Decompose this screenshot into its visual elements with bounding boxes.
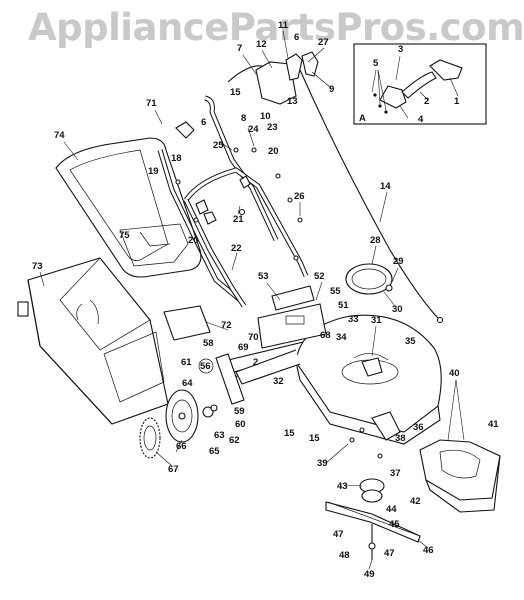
part-label: 73 <box>32 261 43 272</box>
part-labels: 1 2 3 4 5 7 12 11 6 27 15 13 10 9 71 6 8… <box>32 20 499 580</box>
part-label: 25 <box>213 140 224 151</box>
part-label: 31 <box>371 315 382 326</box>
part-label: 23 <box>267 122 278 133</box>
part-label: 6 <box>201 117 206 128</box>
part-label: 15 <box>230 87 241 98</box>
part-label: 46 <box>423 545 434 556</box>
part-label: 71 <box>146 98 157 109</box>
part-label: 36 <box>413 422 424 433</box>
part-label: 72 <box>221 320 232 331</box>
part-label: 61 <box>181 357 192 368</box>
part-label: 27 <box>318 37 329 48</box>
part-label: 75 <box>119 230 130 241</box>
part-label: 6 <box>294 32 299 43</box>
discharge-chute <box>419 439 501 513</box>
part-label: 19 <box>148 166 159 177</box>
part-label: 8 <box>241 113 246 124</box>
part-label: 20 <box>268 146 279 157</box>
part-label: 14 <box>380 181 391 192</box>
part-label: 47 <box>333 529 344 540</box>
part-label: 51 <box>338 300 349 311</box>
control-assembly <box>227 51 444 324</box>
catcher-frame <box>55 137 202 278</box>
part-label: 40 <box>449 368 460 379</box>
part-label: 55 <box>330 286 341 297</box>
part-label: 44 <box>386 504 397 515</box>
part-label: 20 <box>188 235 199 246</box>
part-label: 32 <box>273 376 284 387</box>
part-label: 24 <box>248 124 259 135</box>
part-label: 35 <box>405 336 416 347</box>
part-label: 7 <box>237 43 242 54</box>
rear-wheel <box>139 389 218 459</box>
part-label: 49 <box>364 569 375 580</box>
part-label: 53 <box>258 271 269 282</box>
lower-handle <box>183 167 309 308</box>
part-label: 26 <box>294 191 305 202</box>
part-label: 38 <box>395 433 406 444</box>
watermark: AppliancePartsPros.com <box>28 6 524 49</box>
part-label: 21 <box>233 214 244 225</box>
part-label: 15 <box>284 428 295 439</box>
inset-detail: A <box>353 43 487 125</box>
part-label: 39 <box>317 458 328 469</box>
part-label: 22 <box>231 243 242 254</box>
rear-deflector <box>163 305 211 341</box>
part-label: 58 <box>203 338 214 349</box>
part-label: 15 <box>309 433 320 444</box>
part-label: 56 <box>200 361 211 372</box>
part-label: 29 <box>393 256 404 267</box>
part-label: 41 <box>488 419 499 430</box>
part-label: 63 <box>214 430 225 441</box>
part-label: 47 <box>384 548 395 559</box>
part-label: 69 <box>238 342 249 353</box>
part-label: 33 <box>348 314 359 325</box>
part-label: 70 <box>248 332 259 343</box>
inset-label: A <box>359 113 366 124</box>
part-label: 1 <box>454 96 460 107</box>
part-label: 42 <box>410 496 421 507</box>
part-label: 52 <box>314 271 325 282</box>
part-label: 60 <box>235 419 246 430</box>
catcher-bag <box>17 257 169 425</box>
engine-mount-ring <box>345 263 393 295</box>
mower-deck <box>235 314 442 445</box>
part-label: 59 <box>234 406 245 417</box>
part-label: 18 <box>171 153 182 164</box>
part-label: 34 <box>336 332 347 343</box>
upper-handle <box>157 95 279 302</box>
part-label: 37 <box>390 468 401 479</box>
part-label: 9 <box>329 84 334 95</box>
part-label: 45 <box>389 519 400 530</box>
part-label: 30 <box>392 304 403 315</box>
part-label: 28 <box>370 235 381 246</box>
part-label: 13 <box>287 96 298 107</box>
hardware <box>175 147 383 459</box>
part-label: 3 <box>398 44 403 55</box>
part-label: 12 <box>256 39 267 50</box>
part-label: 10 <box>260 111 271 122</box>
part-label: 48 <box>339 550 350 561</box>
part-label: 67 <box>168 464 179 475</box>
part-label: 68 <box>320 330 331 341</box>
part-label: 2 <box>424 96 429 107</box>
part-label: 5 <box>373 58 379 69</box>
rear-flap <box>257 285 327 349</box>
part-label: 62 <box>229 435 240 446</box>
part-label: 11 <box>278 20 289 31</box>
part-label: 66 <box>176 441 187 452</box>
part-label: 43 <box>337 481 348 492</box>
part-label: 74 <box>54 130 65 141</box>
part-label: 64 <box>182 378 193 389</box>
part-label: 65 <box>209 446 220 457</box>
part-label: 2 <box>253 357 258 368</box>
part-label: 4 <box>418 114 424 125</box>
